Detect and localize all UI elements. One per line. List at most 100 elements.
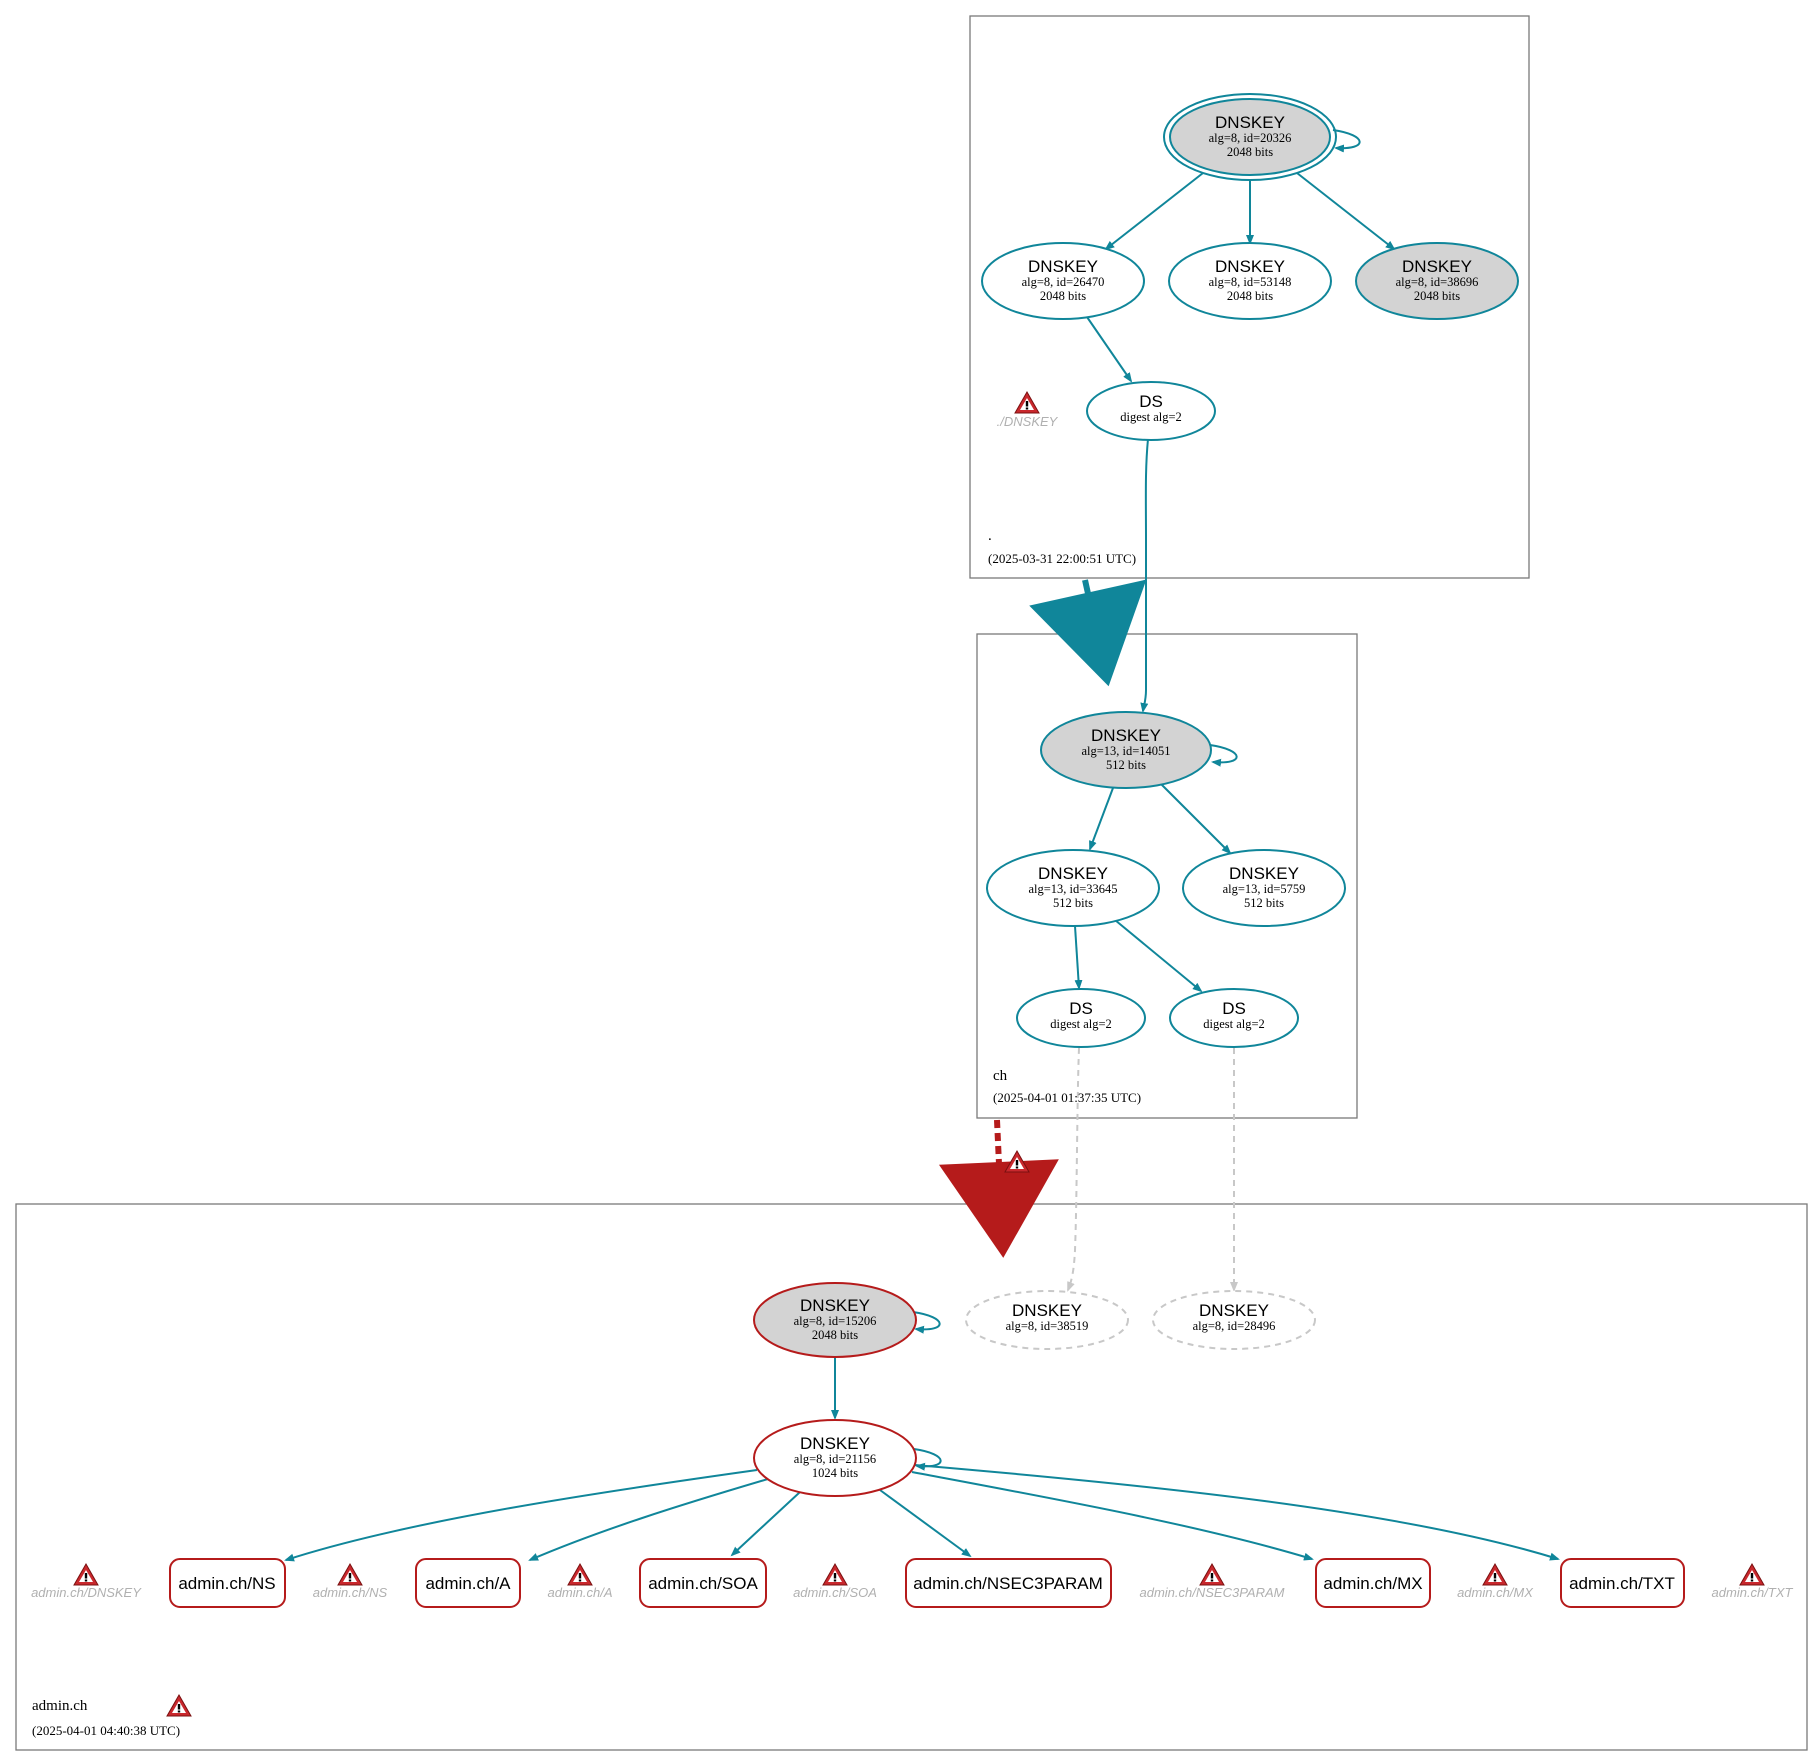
rrset-mx-label: admin.ch/MX <box>1323 1574 1422 1593</box>
zone-root-name: . <box>988 528 992 544</box>
node-root-ksk-title: DNSKEY <box>1215 113 1285 132</box>
node-ch-ksk-bits: 512 bits <box>1106 758 1146 772</box>
rrset-txt-label: admin.ch/TXT <box>1569 1574 1675 1593</box>
zone-ch-date: (2025-04-01 01:37:35 UTC) <box>993 1090 1141 1105</box>
edge-ch-ksk-self <box>1209 744 1238 767</box>
warning-icon <box>567 1563 593 1586</box>
node-admin-zsk-title: DNSKEY <box>800 1434 870 1453</box>
warning-icon <box>1482 1563 1508 1586</box>
rrset-soa-label: admin.ch/SOA <box>648 1574 758 1593</box>
zone-root-date: (2025-03-31 22:00:51 UTC) <box>988 551 1136 566</box>
edge-admin-zsk-soa <box>730 1491 801 1557</box>
node-ch-zsk1-title: DNSKEY <box>1038 864 1108 883</box>
edge-admin-zsk-a <box>528 1478 769 1561</box>
node-admin-missing2-alg: alg=8, id=28496 <box>1193 1319 1276 1333</box>
zone-admin-date: (2025-04-01 04:40:38 UTC) <box>32 1723 180 1738</box>
node-ch-zsk1-bits: 512 bits <box>1053 896 1093 910</box>
node-root-ksk-bits: 2048 bits <box>1227 145 1273 159</box>
admin-warning: admin.ch/NSEC3PARAM <box>1140 1563 1285 1600</box>
rrset-ns-label: admin.ch/NS <box>178 1574 275 1593</box>
edge-admin-zsk-ns <box>284 1469 758 1562</box>
admin-warning-dnskey-label: admin.ch/DNSKEY <box>31 1585 142 1600</box>
node-ch-ds1-digest: digest alg=2 <box>1050 1017 1112 1031</box>
node-ch-ksk-alg: alg=13, id=14051 <box>1081 744 1170 758</box>
root-dnskey-warning-label: ./DNSKEY <box>997 414 1059 429</box>
admin-warning: admin.ch/MX <box>1457 1563 1534 1600</box>
rrset-node: admin.ch/NSEC3PARAM <box>905 1558 1112 1608</box>
delegation-ch-admin-arrow <box>938 1119 1059 1258</box>
node-admin-ksk: DNSKEY alg=8, id=15206 2048 bits <box>753 1282 917 1358</box>
node-root-ksk: DNSKEY alg=8, id=20326 2048 bits <box>1163 93 1337 181</box>
node-admin-missing-dnskey-2: DNSKEY alg=8, id=28496 <box>1152 1290 1316 1350</box>
node-admin-missing1-title: DNSKEY <box>1012 1301 1082 1320</box>
node-ch-ds1-title: DS <box>1069 999 1093 1018</box>
node-admin-missing2-title: DNSKEY <box>1199 1301 1269 1320</box>
edge-ch-zsk1-ds2 <box>1114 919 1203 993</box>
node-root-zsk1-alg: alg=8, id=26470 <box>1022 275 1105 289</box>
admin-warning-ns-label: admin.ch/NS <box>313 1585 388 1600</box>
node-ch-zsk2-bits: 512 bits <box>1244 896 1284 910</box>
zone-ch-name: ch <box>993 1068 1008 1084</box>
node-ch-ds2-digest: digest alg=2 <box>1203 1017 1265 1031</box>
edge-root-ksk-zsk1 <box>1104 172 1204 251</box>
root-dnskey-warning-icon <box>1014 391 1040 414</box>
edge-root-zsk1-ds <box>1086 316 1133 383</box>
edge-root-ksk-zsk3 <box>1296 172 1396 251</box>
edge-admin-ksk-self <box>912 1311 941 1334</box>
zone-ch-box <box>976 633 1358 1119</box>
admin-warning-nsec3param-label: admin.ch/NSEC3PARAM <box>1140 1585 1285 1600</box>
node-ch-zsk1: DNSKEY alg=13, id=33645 512 bits <box>986 849 1160 927</box>
edge-ch-zsk1-ds1 <box>1074 925 1083 990</box>
edge-admin-zsk-mx <box>911 1471 1314 1561</box>
edge-admin-zsk-self <box>913 1448 942 1471</box>
admin-warning: admin.ch/TXT <box>1712 1563 1794 1600</box>
rrset-nsec3param-label: admin.ch/NSEC3PARAM <box>913 1574 1103 1593</box>
node-root-zsk2-title: DNSKEY <box>1215 257 1285 276</box>
node-ch-ds2-title: DS <box>1222 999 1246 1018</box>
node-root-ds: DS digest alg=2 <box>1086 381 1216 441</box>
edge-admin-zsk-nsec3param <box>879 1489 972 1558</box>
delegation-warning-icon <box>1004 1150 1030 1173</box>
zone-admin-name: admin.ch <box>32 1698 88 1714</box>
node-root-ds-digest: digest alg=2 <box>1120 410 1182 424</box>
node-admin-ksk-bits: 2048 bits <box>812 1328 858 1342</box>
warning-icon <box>73 1563 99 1586</box>
node-ch-zsk2: DNSKEY alg=13, id=5759 512 bits <box>1182 849 1346 927</box>
node-ch-zsk2-title: DNSKEY <box>1229 864 1299 883</box>
node-admin-zsk-alg: alg=8, id=21156 <box>794 1452 876 1466</box>
node-root-zsk3-title: DNSKEY <box>1402 257 1472 276</box>
node-admin-zsk-bits: 1024 bits <box>812 1466 858 1480</box>
rrset-node: admin.ch/A <box>415 1558 521 1608</box>
edge-ch-ksk-zsk2 <box>1160 783 1232 855</box>
rrset-a-label: admin.ch/A <box>425 1574 511 1593</box>
node-root-zsk2-alg: alg=8, id=53148 <box>1209 275 1292 289</box>
delegation-root-ch-arrow <box>1029 579 1147 687</box>
node-admin-missing-dnskey-1: DNSKEY alg=8, id=38519 <box>965 1290 1129 1350</box>
rrset-node: admin.ch/NS <box>169 1558 286 1608</box>
node-admin-ksk-alg: alg=8, id=15206 <box>794 1314 877 1328</box>
admin-warning-soa-label: admin.ch/SOA <box>793 1585 877 1600</box>
zone-admin-warning-icon <box>166 1694 192 1717</box>
edge-admin-zsk-txt <box>914 1464 1560 1561</box>
edge-root-ksk-self <box>1332 129 1361 153</box>
admin-warning: admin.ch/NS <box>313 1563 388 1600</box>
warning-icon <box>1739 1563 1765 1586</box>
node-admin-missing1-alg: alg=8, id=38519 <box>1006 1319 1089 1333</box>
zone-admin-box <box>15 1203 1808 1751</box>
admin-warning: admin.ch/SOA <box>793 1563 877 1600</box>
node-root-zsk2-bits: 2048 bits <box>1227 289 1273 303</box>
admin-warning-mx-label: admin.ch/MX <box>1457 1585 1534 1600</box>
edge-root-ds-ch-ksk <box>1140 438 1149 713</box>
node-root-zsk2: DNSKEY alg=8, id=53148 2048 bits <box>1168 242 1332 320</box>
rrset-node: admin.ch/MX <box>1315 1558 1431 1608</box>
admin-warning: admin.ch/DNSKEY <box>31 1563 142 1600</box>
node-admin-ksk-title: DNSKEY <box>800 1296 870 1315</box>
node-root-zsk3-alg: alg=8, id=38696 <box>1396 275 1479 289</box>
admin-warning-a-label: admin.ch/A <box>547 1585 612 1600</box>
admin-warning: admin.ch/A <box>547 1563 613 1600</box>
node-ch-zsk2-alg: alg=13, id=5759 <box>1223 882 1306 896</box>
node-ch-ds2: DS digest alg=2 <box>1169 988 1299 1048</box>
admin-warning-txt-label: admin.ch/TXT <box>1712 1585 1794 1600</box>
node-ch-zsk1-alg: alg=13, id=33645 <box>1028 882 1117 896</box>
